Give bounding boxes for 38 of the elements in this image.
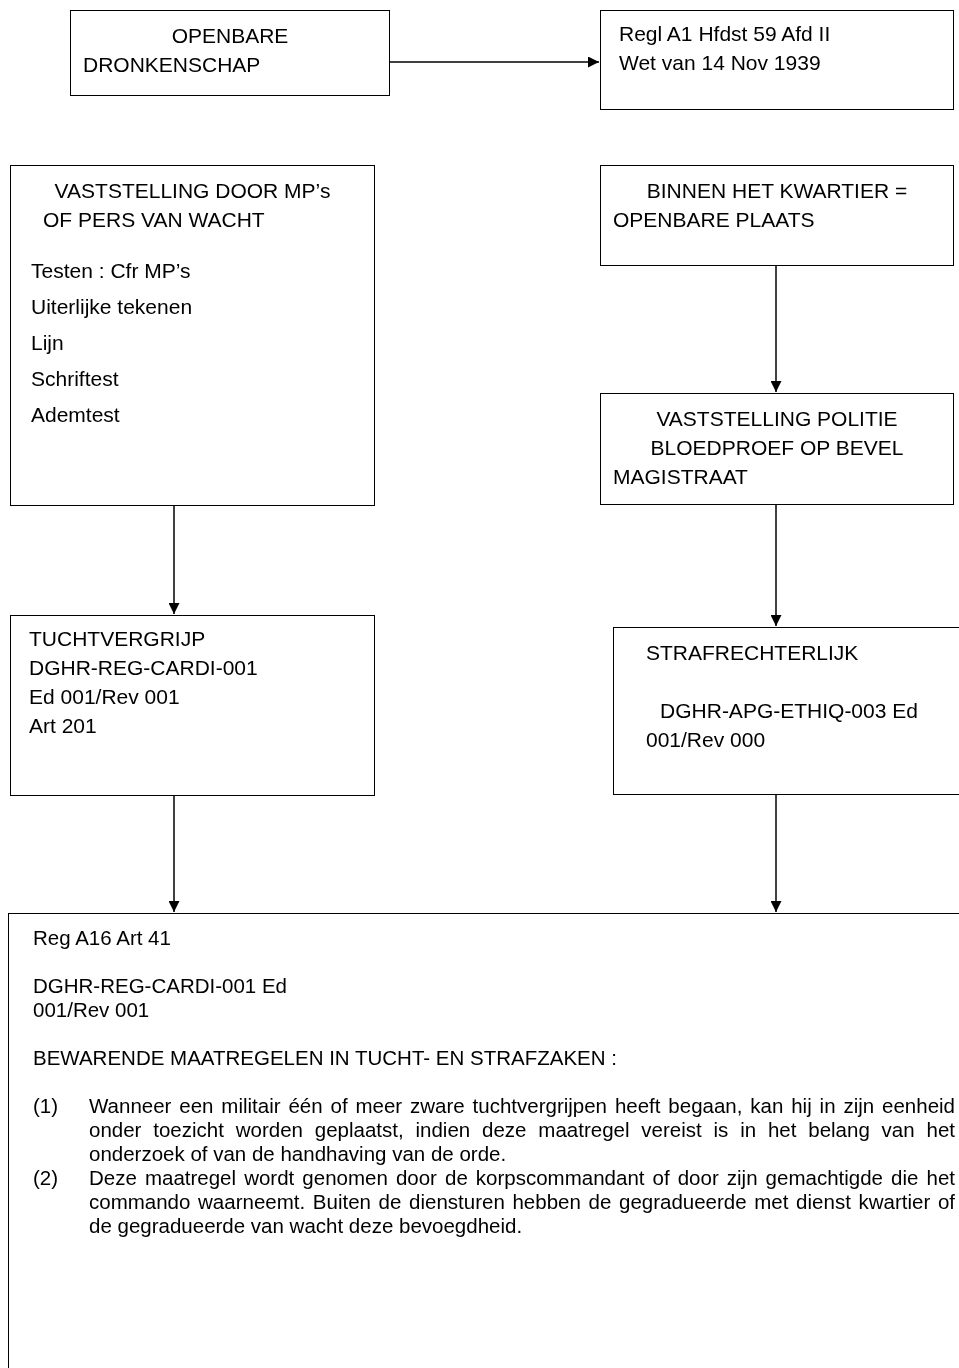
box-heading: VASTSTELLING DOOR MP’s OF PERS VAN WACHT [42, 178, 332, 233]
process-box [70, 10, 390, 96]
box-text: BINNEN HET KWARTIER = OPENBARE PLAATS [613, 178, 909, 233]
box-text: DGHR-REG-CARDI-001 [29, 655, 259, 681]
box-text: TUCHTVERGRIJP [29, 626, 207, 652]
process-box [10, 615, 375, 796]
list-item: Ademtest [30, 402, 121, 428]
list-item: Testen : Cfr MP’s [30, 258, 192, 284]
box-text: Ed 001/Rev 001 [29, 684, 181, 710]
list-item: Lijn [30, 330, 65, 356]
box-text: Wet van 14 Nov 1939 [619, 50, 822, 76]
box-text: STRAFRECHTERLIJK [645, 640, 860, 666]
list-item: Schriftest [30, 366, 120, 392]
process-box [10, 165, 375, 506]
box-text: Regl A1 Hfdst 59 Afd II [619, 21, 832, 47]
box-text: DGHR-APG-ETHIQ-003 Ed 001/Rev 000 [645, 698, 919, 753]
reference-text: DGHR-REG-CARDI-001 Ed 001/Rev 001 [33, 974, 289, 1022]
list-item: Uiterlijke tekenen [30, 294, 194, 320]
arrow [770, 265, 782, 393]
arrow [770, 504, 782, 627]
reference-text: Reg A16 Art 41 [33, 926, 172, 950]
arrow [168, 505, 180, 615]
process-box [613, 627, 959, 795]
section-heading: BEWARENDE MAATREGELEN IN TUCHT- EN STRAFZAKEN : [33, 1046, 618, 1070]
process-box [600, 10, 954, 110]
process-box [600, 165, 954, 266]
list-number: (2) [33, 1166, 60, 1191]
arrow [168, 795, 180, 913]
list-number: (1) [33, 1094, 60, 1119]
paragraph: Deze maatregel wordt genomen door de korpscommandant of door zijn gemachtigde die het commando waarneemt. Buiten de diensturen hebben de gegradueerde met dienst kwartier of de gegradueerde van wacht deze bevoegdheid. [89, 1166, 955, 1238]
paragraph: Wanneer een militair één of meer zware tuchtvergrijpen heeft begaan, kan hij in zijn eenheid onder toezicht worden geplaatst, indien deze maatregel vereist is in het belang van het onderzoek of van de handhaving van de orde. [89, 1094, 955, 1166]
arrow [770, 794, 782, 913]
box-text: Art 201 [29, 713, 98, 739]
text-panel [8, 913, 959, 1368]
arrow [389, 56, 600, 68]
box-text: OPENBARE DRONKENSCHAP [83, 23, 290, 78]
box-text: VASTSTELLING POLITIE BLOEDPROEF OP BEVEL MAGISTRAAT [613, 406, 905, 490]
process-box [600, 393, 954, 505]
